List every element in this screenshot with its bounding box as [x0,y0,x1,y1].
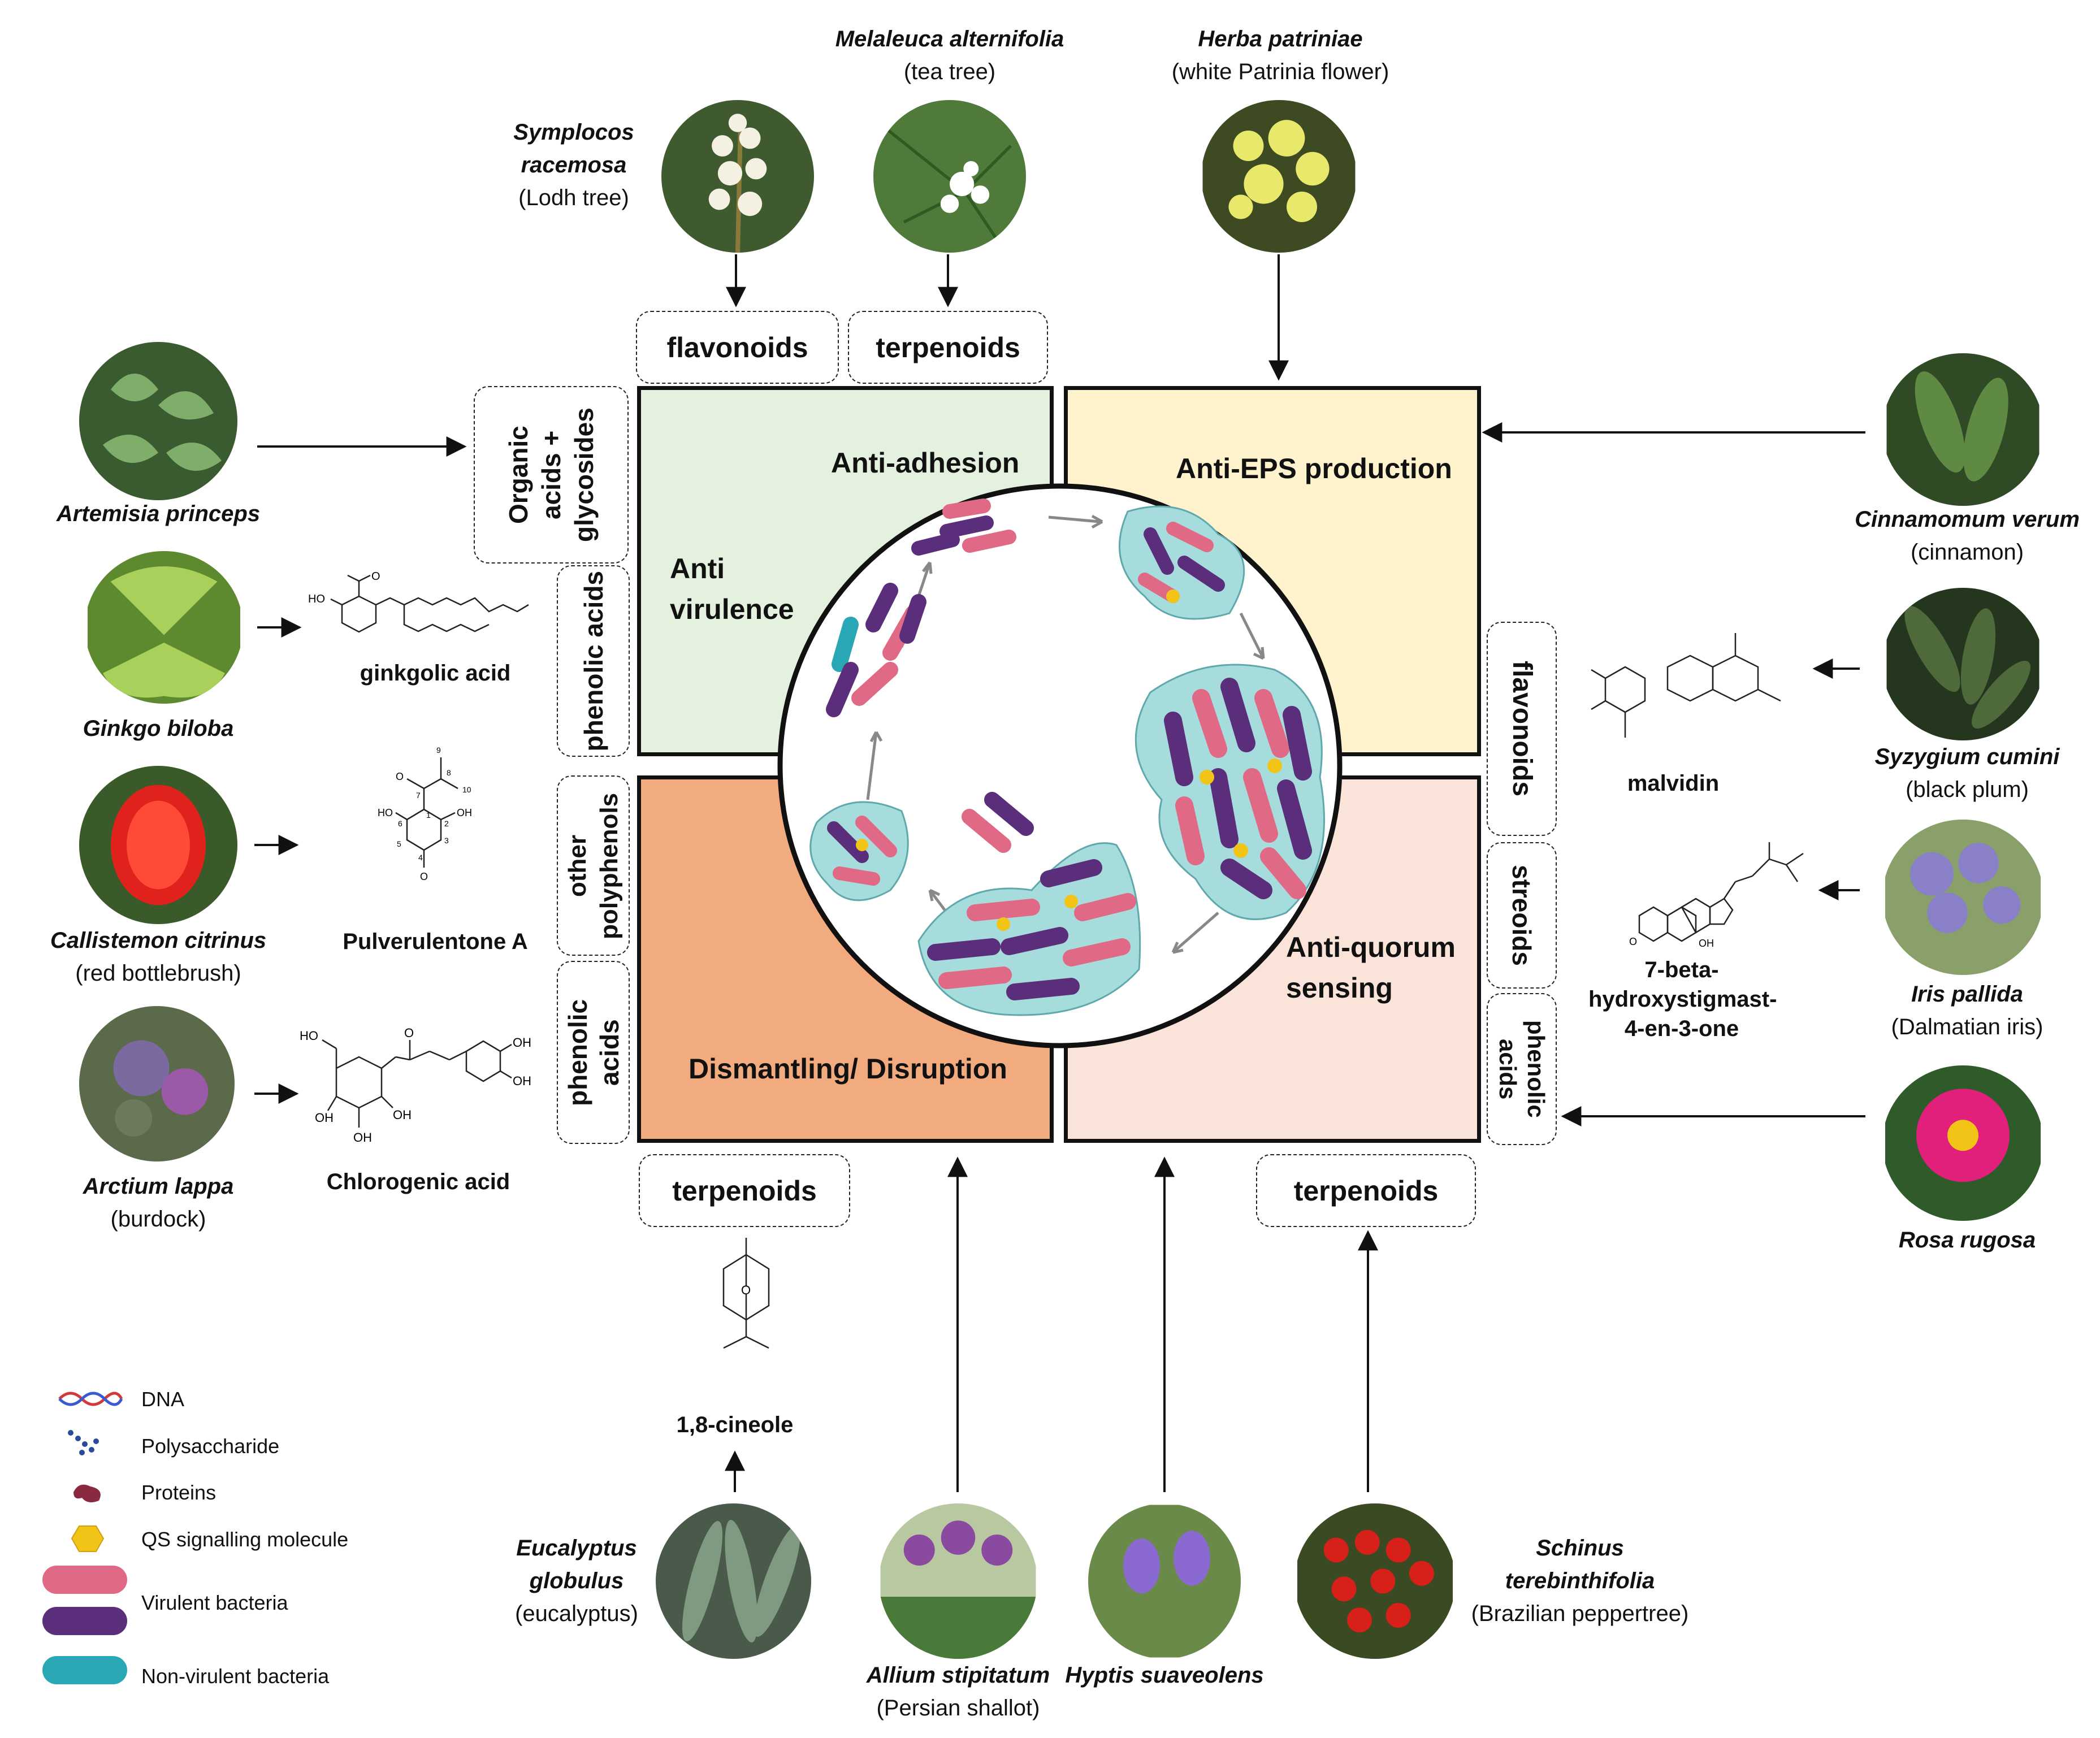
svg-text:O: O [396,771,404,782]
box-flavonoids-right: flavonoids [1487,622,1557,836]
caption-schinus: Schinus terebinthifolia(Brazilian pepper… [1471,1536,1689,1626]
caption-symplocos: Symplocos racemosa(Lodh tree) [513,120,634,210]
polysaccharide-legend-icon [68,1430,99,1455]
bacteria-attach-group [911,499,1016,556]
caption-eucalyptus: Eucalyptus globulus(eucalyptus) [515,1536,638,1626]
label-anti-eps: Anti-EPS production [1176,453,1452,484]
box-terpenoids-bottom-right: terpenoids [1256,1154,1476,1227]
svg-text:OH: OH [1699,938,1714,949]
nonvirulent-bacteria-legend-icon [42,1656,127,1684]
rose-flower-icon [1882,1065,2043,1221]
caption-iris: Iris pallida(Dalmatian iris) [1891,982,2043,1039]
white-flower-cluster-icon [661,100,814,253]
biofilm-cycle-illustration [777,483,1343,1048]
box-steroids-right: streoids [1487,842,1557,989]
svg-text:8: 8 [447,768,451,777]
allium-flowers-icon [879,1503,1037,1659]
caption-artemisia: Artemisia princeps [56,501,261,526]
caption-syzygium: Syzygium cumini(black plum) [1874,744,2060,802]
label-anti-virulence: Anti virulence [670,553,794,625]
caption-arctium: Arctium lappa(burdock) [83,1174,234,1232]
ginkgolic-acid-structure: HO O [308,571,529,633]
legend-dna: DNA [141,1388,185,1411]
label-dismantling: Dismantling/ Disruption [689,1053,1007,1085]
iris-flowers-icon [1882,820,2043,975]
molecule-name-ginkgolic: ginkgolic acid [360,661,511,686]
caption-cinnamomum: Cinnamomum verum(cinnamon) [1855,507,2080,565]
svg-text:10: 10 [462,785,471,794]
qs-molecule-legend-icon [71,1525,105,1552]
box-terpenoids-bottom-left: terpenoids [639,1154,850,1227]
legend-polysaccharide: Polysaccharide [141,1434,280,1458]
svg-text:9: 9 [436,746,441,755]
box-organic-acids: Organic acids + glycosides [474,386,629,564]
svg-text:O: O [741,1283,751,1297]
box-phenolic-acids-left-top: phenolic acids [557,565,630,757]
svg-text:5: 5 [397,839,401,848]
box-phenolic-acids-left-bottom: phenolic acids [557,961,630,1144]
box-phenolic-acids-right: phenolic acids [1487,993,1557,1145]
chlorogenic-acid-structure: HO O OH OH OH OH OH [300,1026,531,1145]
caption-allium: Allium stipitatum(Persian shallot) [866,1663,1050,1720]
stigmast-structure: O OH [1629,842,1804,949]
molecule-name-malvidin: malvidin [1627,771,1720,796]
legend-nonvirulent: Non-virulent bacteria [141,1665,330,1688]
burdock-flower-icon [79,1006,235,1161]
label-anti-qs: Anti-quorum sensing [1286,931,1456,1004]
pulverulentone-structure: O 9 8 10 7 1 2 3 4 5 6 HO OH O [378,746,472,882]
svg-text:HO: HO [300,1029,318,1043]
svg-text:OH: OH [353,1130,372,1145]
svg-text:OH: OH [513,1074,531,1088]
legend-proteins: Proteins [141,1481,217,1504]
svg-text:4: 4 [418,853,423,862]
legend-virulent: Virulent bacteria [141,1591,288,1614]
protein-legend-icon [73,1484,101,1503]
red-bottlebrush-icon [79,766,237,924]
svg-text:OH: OH [457,807,472,818]
caption-herba: Herba patriniae(white Patrinia flower) [1171,27,1389,84]
svg-text:6: 6 [398,819,402,828]
ginkgo-leaves-icon [85,551,243,704]
hyptis-flowers-icon [1088,1503,1241,1659]
svg-text:HO: HO [308,593,325,605]
dna-legend-icon [58,1392,123,1406]
label-anti-adhesion: Anti-adhesion [831,447,1020,479]
caption-hyptis: Hyptis suaveolens [1065,1663,1264,1688]
box-other-polyphenols: other polyphenols [557,775,630,956]
svg-text:HO: HO [378,807,393,818]
tea-tree-flower-icon [873,100,1026,253]
virulent-bacteria-legend-icon [42,1566,127,1635]
molecule-name-cineole: 1,8-cineole [676,1412,794,1437]
eucalyptus-leaves-icon [656,1503,811,1659]
red-berries-icon [1294,1503,1456,1659]
caption-melaleuca: Melaleuca alternifolia(tea tree) [835,27,1064,84]
svg-text:O: O [404,1026,414,1040]
molecule-name-stigmast: 7-beta-hydroxystigmast-4-en-3-one [1588,957,1777,1041]
svg-text:1: 1 [426,811,431,820]
yellow-flower-cluster-icon [1201,100,1357,253]
svg-text:7: 7 [416,791,421,800]
molecule-name-pulverulentone: Pulverulentone A [343,929,528,954]
cinnamon-leaves-icon [1882,353,2043,506]
caption-rosa: Rosa rugosa [1898,1228,2036,1252]
svg-text:O: O [420,871,428,882]
svg-text:OH: OH [393,1108,412,1122]
legend-qs: QS signalling molecule [141,1528,349,1551]
svg-text:O: O [1629,936,1637,947]
caption-callistemon: Callistemon citrinus(red bottlebrush) [50,928,267,986]
malvidin-structure [1591,633,1781,738]
svg-text:O: O [371,571,380,583]
molecule-name-chlorogenic: Chlorogenic acid [326,1169,510,1194]
box-terpenoids-top: terpenoids [848,311,1048,384]
cineole-structure: O [722,1238,770,1349]
box-flavonoids-top: flavonoids [636,311,839,384]
svg-text:OH: OH [315,1111,334,1125]
svg-text:3: 3 [444,836,449,845]
black-plum-leaves-icon [1882,588,2043,740]
svg-text:2: 2 [444,819,449,828]
svg-text:OH: OH [513,1035,531,1050]
mugwort-leaves-icon [79,342,237,500]
caption-ginkgo: Ginkgo biloba [83,716,234,741]
